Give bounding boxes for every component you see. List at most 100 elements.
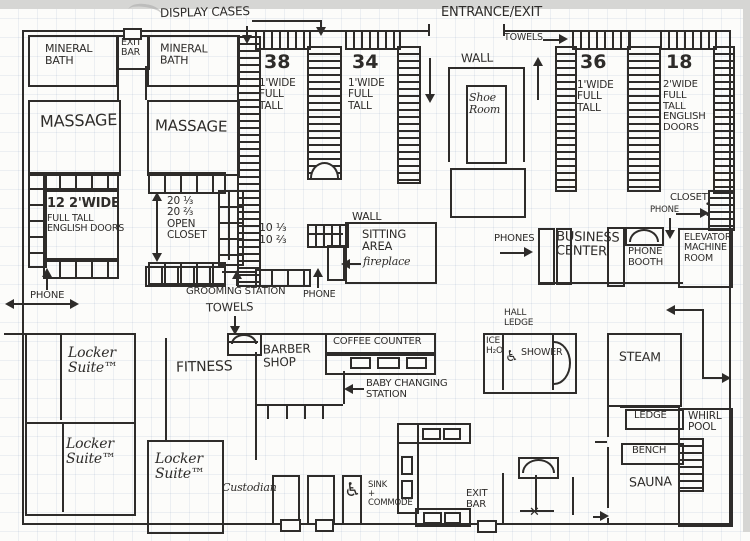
massage-2-label: MASSAGE <box>154 116 228 136</box>
grooming-arrowhead-icon <box>232 270 242 279</box>
exit-bar-top-label: EXIT BAR <box>121 37 142 59</box>
baby-changing-arrowhead-icon <box>344 384 353 394</box>
open-closet-label: 20 ⅓ 20 ⅔ OPEN CLOSET <box>167 195 207 241</box>
barber-chair-tick-3 <box>304 406 306 419</box>
phone-mid-arrowhead-icon <box>313 268 323 277</box>
wall-barber-left <box>255 352 257 460</box>
door-threshold-3 <box>477 520 497 533</box>
phones-arrowhead-icon <box>524 247 533 257</box>
vanity-left <box>397 423 419 514</box>
wall-outer-left <box>22 30 24 523</box>
bank18-spec-label: 2'WIDE FULL TALL ENGLISH DOORS <box>663 79 706 134</box>
wall-outer-right <box>729 30 731 525</box>
vanity-sink-3 <box>401 456 413 475</box>
counter-item-1 <box>350 357 371 369</box>
corridor-elbow-line-3 <box>702 377 724 379</box>
ice-h2o-label: ICE H₂O <box>486 336 503 356</box>
steam-label: STEAM <box>618 348 661 365</box>
ledge-label: LEDGE <box>634 410 667 421</box>
towels-mid-arrowhead-icon <box>230 326 240 335</box>
room-steam <box>607 333 682 407</box>
bank36-spec-label: 1'WIDE FULL TALL <box>577 79 614 114</box>
locker-cells-left-12 <box>28 172 47 268</box>
wall-outer-top-left <box>22 30 428 32</box>
bank34-count-label: 34 <box>352 51 379 73</box>
wall-shoe-label: WALL <box>460 50 494 66</box>
display-cases-arrowhead-icon <box>316 27 326 36</box>
ledge-top-line <box>620 406 680 408</box>
phone-closet-label: PHONE <box>650 205 679 215</box>
locker-bank-strip-4 <box>555 46 577 192</box>
fireplace-arrow-line <box>349 263 361 265</box>
hall-ledge-label: HALL LEDGE <box>504 308 534 328</box>
wall-sitting-label: WALL <box>352 210 382 223</box>
wall-barber-bottom <box>255 404 343 406</box>
vanity-sink-1 <box>422 428 441 440</box>
open-closet-cells-top <box>148 172 226 194</box>
locker-suite-2-label: Locker Suite™ <box>66 436 116 468</box>
wall-business-bottom <box>538 282 683 284</box>
scan-edge-right <box>743 0 750 532</box>
phone-down-arrow-line <box>669 218 671 232</box>
wall-sauna-left-1 <box>607 403 609 437</box>
locker-suite-3-label: Locker Suite™ <box>155 451 205 483</box>
whirlpool-steps <box>678 438 704 492</box>
entrance-jamb-left <box>428 24 430 36</box>
wheelchair-shower-icon: ♿ <box>505 347 519 365</box>
coffee-counter-label: COFFEE COUNTER <box>333 336 422 347</box>
vanity-sink-6 <box>444 512 461 524</box>
display-case-strip-2 <box>345 30 401 50</box>
shoe-room-wall-right <box>523 67 525 162</box>
locker-suite-1-divider <box>60 335 62 420</box>
phone-left-arrow-line <box>46 272 48 290</box>
display-cases-arrow2-line <box>246 26 248 36</box>
elevator-room-label: ELEVATOR MACHINE ROOM <box>684 232 732 264</box>
alcove-top-2 <box>307 475 335 477</box>
vanity-bottom <box>415 508 471 527</box>
coffee-counter-box <box>325 333 436 356</box>
closet-arrow-line <box>676 213 702 215</box>
phone-mid-arrow-line <box>317 272 319 288</box>
business-panel-3 <box>607 227 625 287</box>
sauna-door-tick-1 <box>595 441 607 443</box>
baby-changing-arrow-line <box>352 388 364 390</box>
display-case-strip-1 <box>255 30 311 50</box>
business-center-label: BUSINESS CENTER <box>555 229 620 260</box>
phones-label: PHONES <box>494 233 535 244</box>
flow-down-arrow-line <box>429 58 431 96</box>
vanity-sink-5 <box>423 512 442 524</box>
massage-1-label: MASSAGE <box>39 110 118 131</box>
bank38-spec-label: 1'WIDE FULL TALL <box>259 77 296 112</box>
phone-booth-label: PHONE BOOTH <box>628 246 664 268</box>
room-locker-suite-2 <box>25 422 136 516</box>
wall-barber-top <box>258 333 325 335</box>
locker-bank-strip-1 <box>237 36 261 287</box>
room-sitting-area <box>345 222 437 284</box>
phones-arrow-line <box>500 252 526 254</box>
alcove-stub-3 <box>307 475 309 523</box>
alcove-stub-5 <box>342 475 344 523</box>
display-cases-arrow-line <box>252 20 322 22</box>
shoe-room-label: Shoe Room <box>469 91 501 116</box>
bank34-spec-label: 1'WIDE FULL TALL <box>348 77 385 112</box>
towels-top-label: TOWELS <box>504 32 543 43</box>
corridor-span-arrowhead-left-icon <box>5 299 14 309</box>
vanity-sink-2 <box>443 428 461 440</box>
wall-fountain-right <box>572 477 574 515</box>
display-case-strip-3 <box>572 30 631 50</box>
fireplace-mantel-divider <box>309 233 343 235</box>
locker-cells-bottom-12 <box>43 258 119 279</box>
phone-mid-label: PHONE <box>303 289 336 300</box>
towels-mid-label: TOWELS <box>205 299 254 315</box>
flow-up-arrow-line <box>537 62 539 100</box>
barber-chair-tick-2 <box>286 406 288 419</box>
business-panel-2 <box>556 228 572 285</box>
fireplace-arrowhead-icon <box>341 259 350 269</box>
sauna-door-tick-2 <box>593 516 601 518</box>
grooming-cells-2 <box>255 269 311 287</box>
grooming-cells-1 <box>145 266 226 287</box>
sauna-door-arrowhead-icon <box>600 511 609 521</box>
towels-mid-arrow-line <box>234 316 236 328</box>
wall-sauna-left-2 <box>607 447 609 508</box>
